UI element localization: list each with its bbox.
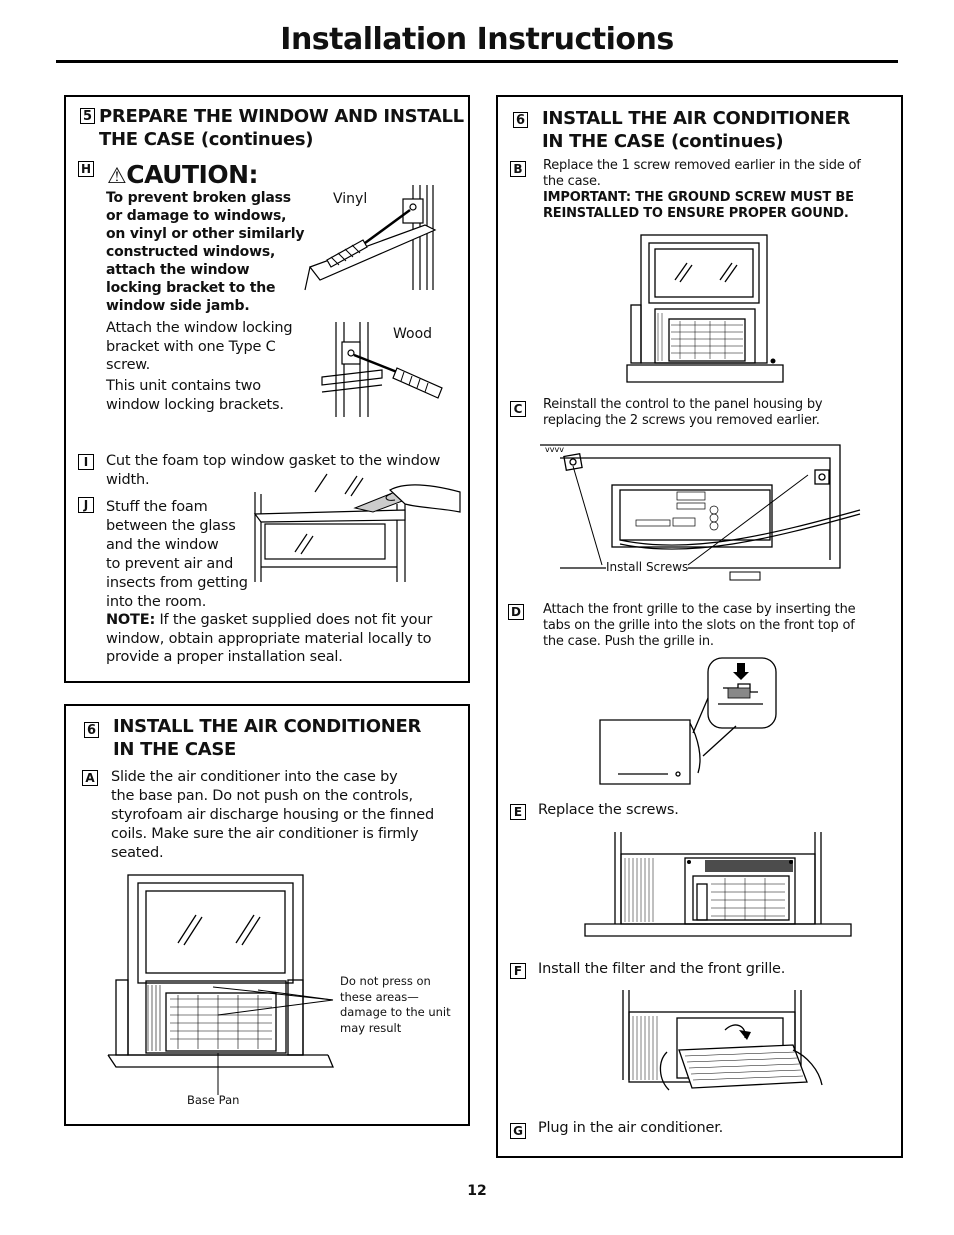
step-number-5: 5 — [80, 108, 95, 124]
step-c-letter: C — [510, 401, 526, 417]
ac-slide-in-illustration — [107, 874, 334, 1095]
step-c-text: Reinstall the control to the panel housi… — [543, 397, 823, 428]
step-b-letter: B — [510, 161, 526, 177]
step-e-text: Replace the screws. — [538, 802, 679, 818]
filter-grille-illustration — [622, 990, 823, 1091]
page-title: Installation Instructions — [280, 22, 674, 57]
step-h-text-1: Attach the window locking bracket with o… — [106, 320, 293, 373]
step-i-text: Cut the foam top window gasket to the wi… — [106, 453, 441, 488]
ground-screw-illustration — [626, 234, 784, 383]
step-e-letter: E — [510, 804, 526, 820]
step-g-text: Plug in the air conditioner. — [538, 1120, 724, 1136]
install-screws-label: Install Screws — [606, 560, 689, 576]
step-a-letter: A — [82, 770, 98, 786]
step-number-6-continued: 6 — [513, 112, 528, 128]
front-grille-illustration — [599, 657, 777, 785]
title-rule — [56, 60, 898, 63]
step-j-text: Stuff the foam between the glass and the… — [106, 499, 248, 610]
section-5-heading: PREPARE THE WINDOW AND INSTALL THE CASE … — [99, 106, 464, 150]
warning-triangle-icon: ⚠ — [107, 164, 127, 189]
vinyl-label: Vinyl — [333, 191, 368, 207]
step-i-letter: I — [78, 454, 94, 470]
step-f-text: Install the filter and the front grille. — [538, 961, 786, 977]
section-6-continued-heading: INSTALL THE AIR CONDITIONER IN THE CASE … — [542, 108, 851, 152]
page-number: 12 — [467, 1183, 487, 1199]
svg-text:vvvv: vvvv — [545, 445, 564, 454]
caution-text: To prevent broken glass or damage to win… — [106, 190, 305, 314]
foam-gasket-illustration — [253, 473, 461, 582]
step-b-text: Replace the 1 screw removed earlier in t… — [543, 158, 861, 221]
control-panel-illustration: vvvv — [540, 444, 861, 581]
step-f-letter: F — [510, 963, 526, 979]
do-not-press-callout: Do not press on these areas— damage to t… — [340, 974, 451, 1035]
section-6-continued-box — [496, 95, 903, 1158]
step-d-letter: D — [508, 604, 524, 620]
step-d-text: Attach the front grille to the case by i… — [543, 602, 856, 649]
base-pan-label: Base Pan — [187, 1093, 240, 1107]
step-h-letter: H — [78, 161, 94, 177]
wood-label: Wood — [393, 326, 433, 342]
step-h-text-2: This unit contains two window locking br… — [106, 378, 284, 413]
step-a-text: Slide the air conditioner into the case … — [111, 769, 435, 861]
section-5-box — [64, 95, 470, 683]
step-g-letter: G — [510, 1123, 526, 1139]
vinyl-window-illustration — [304, 185, 437, 291]
section-6-box — [64, 704, 470, 1126]
note-label: NOTE: — [106, 612, 156, 628]
section-6-heading: INSTALL THE AIR CONDITIONER IN THE CASE — [113, 716, 422, 760]
caution-heading: ⚠CAUTION: — [107, 160, 258, 189]
wood-window-illustration — [321, 322, 443, 417]
step-j-letter: J — [78, 497, 94, 513]
replace-screws-illustration — [584, 832, 852, 937]
step-j-note: NOTE: If the gasket supplied does not fi… — [106, 612, 433, 665]
step-number-6: 6 — [84, 722, 99, 738]
